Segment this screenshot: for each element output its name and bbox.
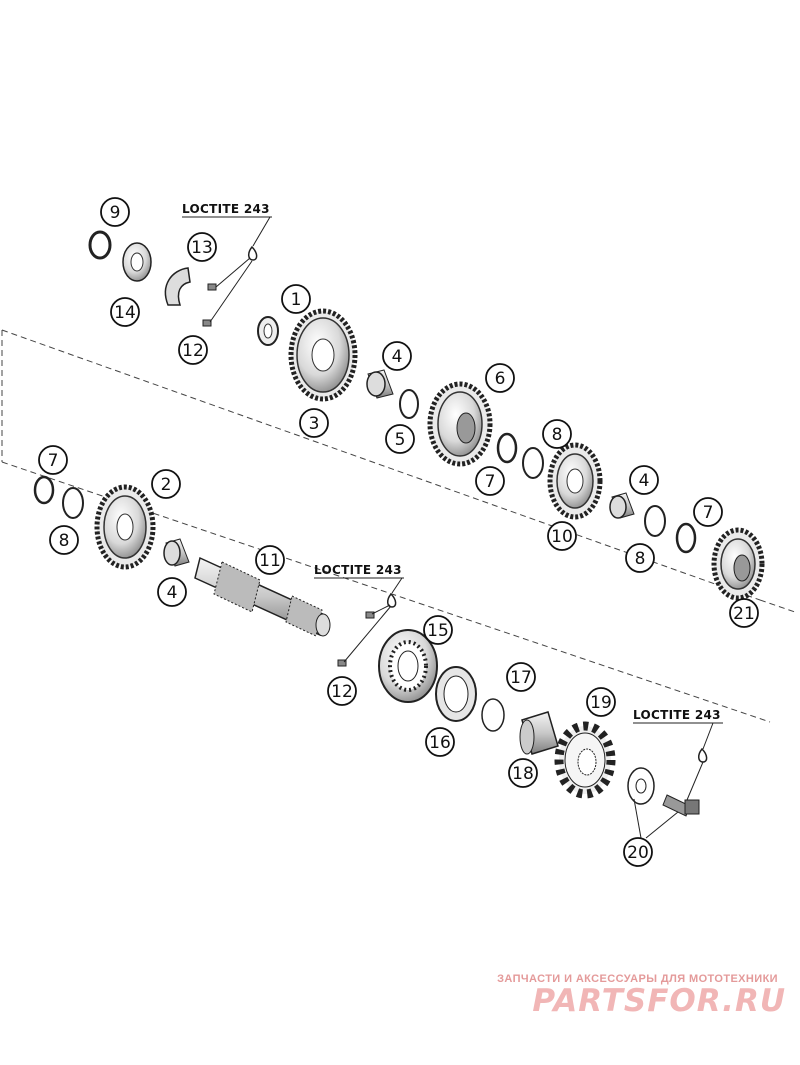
- callout-8-left: 8: [49, 525, 79, 555]
- part-4-needle-bearing-upper: [366, 369, 394, 399]
- part-16-seal: [435, 666, 477, 722]
- svg-text:6: 6: [495, 369, 506, 389]
- callout-12-lower: 12: [327, 676, 357, 706]
- svg-text:LOCTITE 243: LOCTITE 243: [314, 563, 402, 577]
- svg-text:3: 3: [309, 414, 320, 434]
- part-17-o-ring: [481, 698, 505, 732]
- svg-text:8: 8: [59, 531, 70, 551]
- svg-text:18: 18: [512, 764, 534, 784]
- part-4-needle-bearing-left: [163, 538, 190, 567]
- callout-21: 21: [729, 598, 759, 628]
- callout-8-right: 8: [625, 543, 655, 573]
- callout-10: 10: [547, 521, 577, 551]
- svg-text:15: 15: [427, 621, 449, 641]
- svg-text:4: 4: [392, 347, 403, 367]
- callout-4-upper: 4: [382, 341, 412, 371]
- svg-text:8: 8: [635, 549, 646, 569]
- svg-text:16: 16: [429, 733, 451, 753]
- part-12-screw-lower: [337, 611, 375, 667]
- callout-8-middle: 8: [542, 419, 572, 449]
- loctite-label-1: LOCTITE 243: [182, 202, 272, 218]
- svg-text:19: 19: [590, 693, 612, 713]
- loctite-label-2: LOCTITE 243: [314, 563, 404, 579]
- svg-text:4: 4: [167, 583, 178, 603]
- svg-text:12: 12: [331, 682, 353, 702]
- part-1-washer: [257, 316, 279, 346]
- callout-13: 13: [187, 232, 217, 262]
- part-21-gear: [711, 527, 765, 601]
- part-8-washer-middle: [522, 447, 544, 479]
- svg-text:1: 1: [291, 290, 302, 310]
- part-2-gear: [94, 484, 156, 570]
- callout-7-right: 7: [693, 497, 723, 527]
- svg-text:7: 7: [485, 472, 496, 492]
- part-15-ball-bearing: [378, 629, 438, 703]
- svg-text:11: 11: [259, 551, 281, 571]
- part-7-circlip-right: [675, 522, 697, 554]
- part-19-sprocket: [554, 721, 616, 799]
- svg-text:20: 20: [627, 843, 649, 863]
- svg-text:2: 2: [161, 475, 172, 495]
- part-5-washer: [399, 389, 419, 419]
- callout-15: 15: [423, 615, 453, 645]
- part-8-washer-left: [62, 487, 84, 519]
- callout-19: 19: [586, 687, 616, 717]
- watermark-logo: PARTSFOR.RU: [532, 983, 786, 1019]
- svg-text:14: 14: [114, 303, 136, 323]
- svg-text:10: 10: [551, 527, 573, 547]
- part-3-gear: [288, 308, 358, 402]
- callout-5: 5: [385, 424, 415, 454]
- part-13-locking-plate: [164, 267, 191, 306]
- callout-7-left: 7: [38, 445, 68, 475]
- watermark-tagline: ЗАПЧАСТИ И АКСЕССУАРЫ ДЛЯ МОТОТЕХНИКИ: [497, 973, 778, 985]
- part-14-bearing: [122, 242, 152, 282]
- part-6-gear: [427, 381, 493, 467]
- part-7-circlip-middle: [496, 432, 518, 464]
- callout-12-upper: 12: [178, 335, 208, 365]
- callout-17: 17: [506, 662, 536, 692]
- callout-18: 18: [508, 758, 538, 788]
- callout-11: 11: [255, 545, 285, 575]
- part-20-washer-bolt: [627, 767, 700, 839]
- svg-text:12: 12: [182, 341, 204, 361]
- callout-7-middle: 7: [475, 466, 505, 496]
- svg-text:7: 7: [703, 503, 714, 523]
- callout-20: 20: [623, 837, 653, 867]
- loctite-label-3: LOCTITE 243: [633, 708, 723, 724]
- svg-text:4: 4: [639, 471, 650, 491]
- callout-4-right: 4: [629, 465, 659, 495]
- loctite-drop-icon: [686, 722, 714, 801]
- callout-9: 9: [100, 197, 130, 227]
- svg-text:13: 13: [191, 238, 213, 258]
- part-7-circlip-left: [33, 475, 55, 505]
- svg-text:9: 9: [110, 203, 121, 223]
- part-18-spacer: [519, 711, 559, 755]
- callout-4-left: 4: [157, 577, 187, 607]
- callout-2: 2: [151, 469, 181, 499]
- part-11-shaft: [194, 556, 331, 637]
- svg-text:17: 17: [510, 668, 532, 688]
- svg-text:7: 7: [48, 451, 59, 471]
- callout-6: 6: [485, 363, 515, 393]
- part-4-needle-bearing-right: [609, 492, 635, 519]
- svg-text:LOCTITE 243: LOCTITE 243: [633, 708, 721, 722]
- loctite-drop-icon: [209, 216, 271, 323]
- loctite-drop-icon: [343, 577, 403, 663]
- callout-1: 1: [281, 284, 311, 314]
- callout-14: 14: [110, 297, 140, 327]
- svg-text:LOCTITE 243: LOCTITE 243: [182, 202, 270, 216]
- part-10-gear: [547, 442, 603, 520]
- callout-16: 16: [425, 727, 455, 757]
- part-8-washer-right: [644, 505, 666, 537]
- svg-text:5: 5: [395, 430, 406, 450]
- svg-text:8: 8: [552, 425, 563, 445]
- svg-text:21: 21: [733, 604, 755, 624]
- part-12-screw-upper: [202, 283, 217, 327]
- part-9-circlip: [88, 230, 112, 260]
- callout-3: 3: [299, 408, 329, 438]
